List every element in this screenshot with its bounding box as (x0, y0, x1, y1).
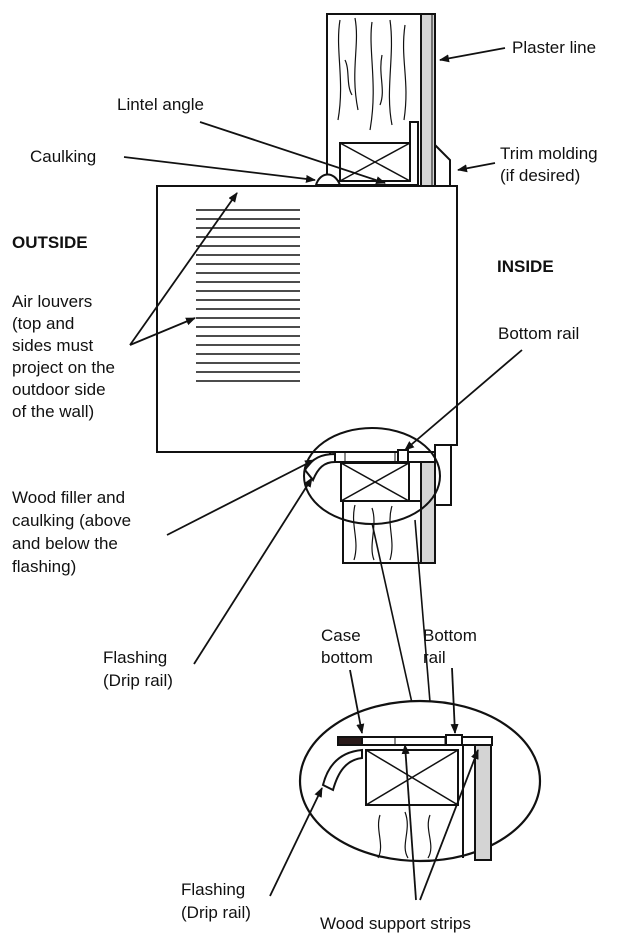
label-bottom-rail-detail-2: rail (423, 648, 446, 667)
arrow-trim-molding (457, 162, 496, 173)
label-trim-molding-1: Trim molding (500, 144, 598, 163)
label-plaster-line: Plaster line (512, 38, 597, 57)
lower-wall (303, 444, 452, 564)
arrow-louvers-side (129, 317, 196, 346)
label-wood-support-strips: Wood support strips (320, 914, 471, 933)
air-conditioner-case (156, 185, 458, 453)
arrow-lintel-angle (199, 121, 386, 184)
arrow-caulking (123, 156, 316, 183)
detail-view (321, 734, 493, 861)
label-flashing-lower-2: (Drip rail) (181, 903, 251, 922)
label-bottom-rail: Bottom rail (498, 324, 580, 343)
detail-connector-lines (371, 519, 431, 704)
arrow-plaster-line (439, 47, 506, 63)
label-lintel-angle: Lintel angle (117, 95, 204, 114)
arrow-bottom-rail (404, 349, 523, 451)
label-outside: OUTSIDE (12, 233, 88, 252)
label-flashing-upper-1: Flashing (103, 648, 168, 667)
arrow-support-strip-1 (401, 744, 417, 901)
label-wood-filler-1: Wood filler and (12, 488, 126, 507)
label-caulking: Caulking (30, 147, 97, 166)
label-air-louvers-6: of the wall) (12, 402, 95, 421)
label-air-louvers-2: (top and (12, 314, 75, 333)
label-air-louvers-5: outdoor side (12, 380, 106, 399)
label-flashing-upper-2: (Drip rail) (103, 671, 173, 690)
arrow-louvers-top (129, 192, 238, 346)
arrow-bottom-rail-detail (450, 667, 459, 734)
label-wood-filler-2: caulking (above (12, 511, 132, 530)
arrow-wood-filler (166, 459, 315, 536)
label-wood-filler-3: and below the (12, 534, 118, 553)
arrow-support-strip-2 (419, 749, 479, 901)
label-case-bottom-1: Case (321, 626, 361, 645)
leader-arrows (123, 47, 523, 901)
label-trim-molding-2: (if desired) (500, 166, 581, 185)
label-air-louvers-3: sides must (12, 336, 94, 355)
arrow-flashing-lower (269, 787, 323, 897)
arrow-case-bottom (349, 669, 365, 734)
arrow-flashing-upper (193, 477, 313, 665)
label-bottom-rail-detail-1: Bottom (423, 626, 477, 645)
label-air-louvers-1: Air louvers (12, 292, 93, 311)
label-inside: INSIDE (497, 257, 554, 276)
label-case-bottom-2: bottom (321, 648, 373, 667)
label-wood-filler-4: flashing) (12, 557, 77, 576)
label-air-louvers-4: project on the (12, 358, 116, 377)
upper-wall (314, 13, 451, 188)
label-flashing-lower-1: Flashing (181, 880, 246, 899)
